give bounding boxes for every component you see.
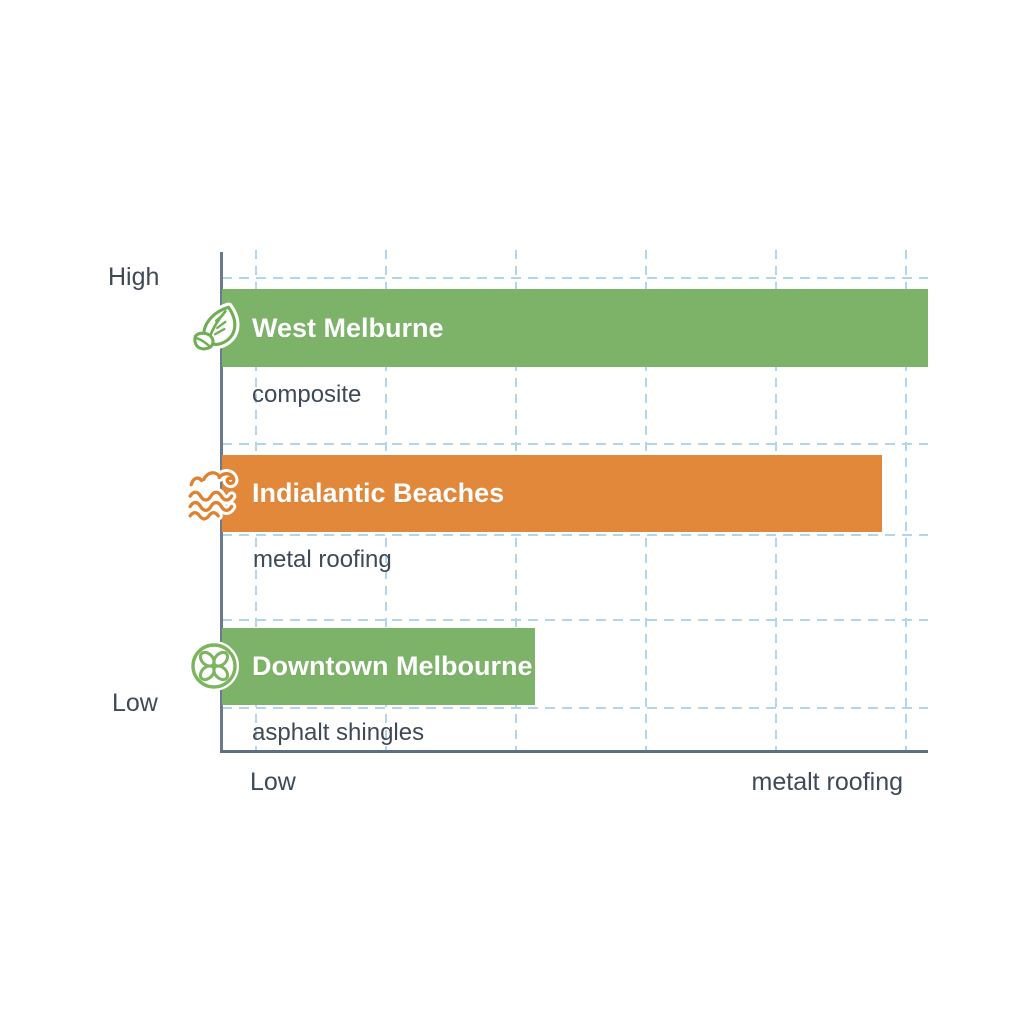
x-axis-label-right: metalt roofing — [751, 768, 903, 796]
x-axis-label-low: Low — [250, 768, 296, 796]
x-axis-line — [220, 750, 928, 753]
bar-sublabel: asphalt shingles — [252, 719, 425, 746]
bar-label: West Melburne — [252, 312, 444, 343]
gridline-horizontal — [222, 619, 928, 621]
waves-icon — [185, 465, 241, 521]
bar-label: Indialantic Beaches — [252, 478, 505, 508]
bar-sublabel: composite — [252, 381, 362, 408]
bar-label: Downtown Melbourne — [252, 651, 533, 681]
bar-downtown-melbourne: Downtown Melbourne — [222, 628, 535, 705]
bar-indialantic-beaches: Indialantic Beaches — [222, 455, 882, 532]
gridline-vertical — [905, 250, 907, 751]
gridline-horizontal — [222, 534, 928, 536]
y-axis-label-high: High — [108, 263, 160, 291]
flower-icon — [187, 639, 241, 693]
bar-west-melburne: West Melburne — [222, 289, 928, 367]
gridline-horizontal — [222, 707, 928, 709]
y-axis-label-low: Low — [112, 689, 158, 717]
leaf-icon — [186, 300, 242, 356]
bar-sublabel: metal roofing — [253, 546, 392, 573]
gridline-horizontal — [222, 443, 928, 445]
gridline-horizontal — [222, 277, 928, 279]
